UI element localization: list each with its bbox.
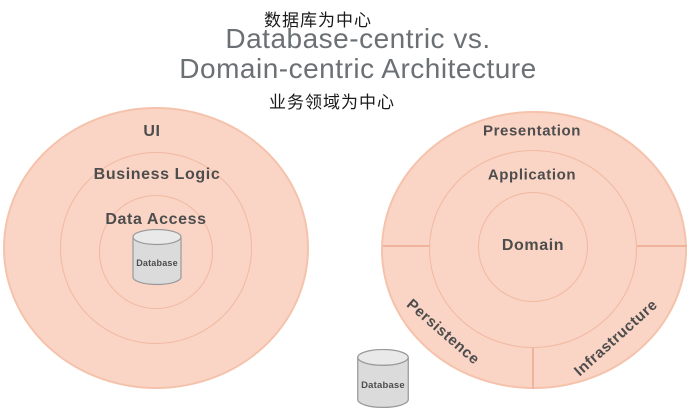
- right-inner-ring-domain: [478, 192, 588, 302]
- database-centric-chinese-caption: 数据库为中心: [264, 11, 372, 30]
- sector-divider-right: [637, 245, 687, 247]
- right-ring-label-application: Application: [487, 166, 577, 184]
- left-ring-label-ui: UI: [143, 123, 161, 140]
- page-title: Database-centric vs. Domain-centric Arch…: [179, 24, 536, 84]
- right-database-label: Database: [361, 380, 405, 391]
- page-title-line1: Database-centric vs.: [225, 23, 491, 54]
- left-ring-label-business-logic: Business Logic: [93, 166, 221, 183]
- sector-divider-left: [383, 245, 430, 247]
- sector-divider-bottom: [532, 347, 534, 389]
- left-ring-label-data-access: Data Access: [105, 211, 207, 228]
- page-title-line2: Domain-centric Architecture: [179, 53, 537, 84]
- left-middle-ring-business-logic: [60, 152, 252, 344]
- right-ring-label-domain: Domain: [501, 237, 565, 254]
- left-database-cylinder-icon: Database: [132, 229, 182, 286]
- left-inner-ring-data-access: [99, 195, 213, 309]
- right-database-cylinder-icon: Database: [357, 349, 409, 409]
- right-ring-label-presentation: Presentation: [482, 122, 582, 140]
- domain-centric-chinese-caption: 业务领域为中心: [269, 93, 395, 112]
- left-database-label: Database: [136, 258, 178, 268]
